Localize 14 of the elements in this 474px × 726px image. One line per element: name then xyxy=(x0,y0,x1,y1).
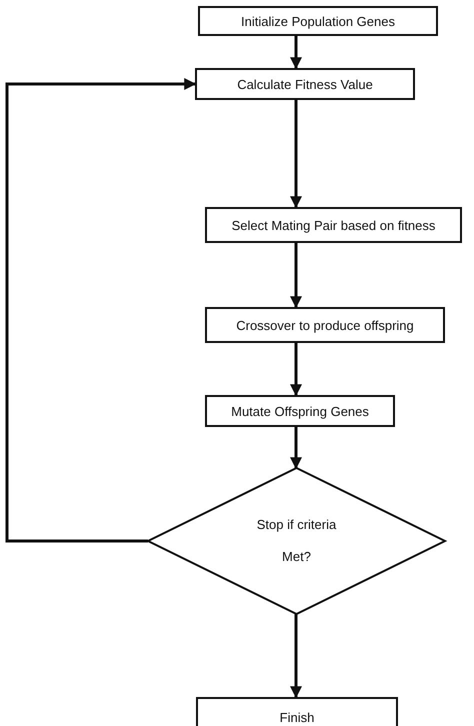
arrow xyxy=(290,343,302,396)
process-box: Finish xyxy=(196,697,398,726)
process-box: Mutate Offspring Genes xyxy=(205,395,395,427)
arrow xyxy=(290,427,302,470)
arrow xyxy=(290,36,302,70)
arrow xyxy=(290,614,302,698)
arrow xyxy=(290,100,302,208)
process-box: Select Mating Pair based on fitness xyxy=(205,207,462,243)
process-box: Calculate Fitness Value xyxy=(195,68,415,100)
process-box: Crossover to produce offspring xyxy=(205,307,445,343)
decision-text: Stop if criteria Met? xyxy=(256,516,338,566)
process-box: Initialize Population Genes xyxy=(198,6,438,36)
arrow xyxy=(6,78,196,542)
arrow xyxy=(290,243,302,308)
